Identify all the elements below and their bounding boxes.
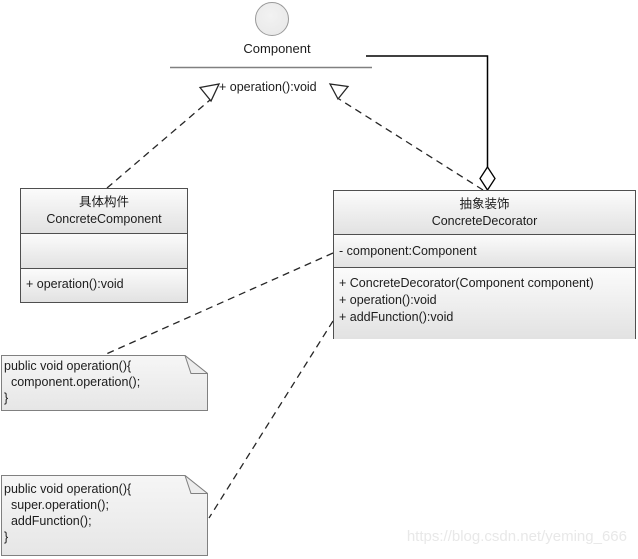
note-shape-icon xyxy=(1,475,208,556)
code-line: addFunction(); xyxy=(4,514,92,528)
code-line: public void operation(){ xyxy=(4,359,132,373)
operation-item: + operation():void xyxy=(26,277,124,291)
realization-right-arrowhead-icon xyxy=(328,83,350,101)
class-title-en: ConcreteComponent xyxy=(46,212,162,226)
watermark-text: https://blog.csdn.net/yeming_666 xyxy=(406,528,627,545)
class-attributes-empty xyxy=(21,233,187,268)
realization-right-line xyxy=(338,98,484,191)
aggregation-diamond-icon xyxy=(479,165,496,192)
note-fold-icon xyxy=(184,355,208,374)
class-operations: + operation():void xyxy=(21,268,187,302)
note-super-operation: public void operation(){ super.operation… xyxy=(1,475,208,556)
realization-left-arrowhead-icon xyxy=(198,83,221,103)
code-line: } xyxy=(4,391,9,405)
interface-operation-label: + operation():void xyxy=(219,80,317,94)
interface-name-label: Component xyxy=(243,41,311,56)
note2-anchor-line xyxy=(208,320,334,519)
class-concrete-component: 具体构件 ConcreteComponent + operation():voi… xyxy=(20,188,188,303)
note-code: public void operation(){ super.operation… xyxy=(1,475,208,559)
class-operations: + ConcreteDecorator(Component component)… xyxy=(334,267,635,339)
code-line: } xyxy=(4,530,9,544)
code-line: super.operation(); xyxy=(4,498,109,512)
class-title-cn: 抽象装饰 xyxy=(459,197,510,211)
note-code: public void operation(){ component.opera… xyxy=(1,355,208,438)
class-title: 抽象装饰 ConcreteDecorator xyxy=(334,191,635,234)
attribute-item: - component:Component xyxy=(339,244,477,258)
code-line: public void operation(){ xyxy=(4,482,132,496)
operation-item: + operation():void xyxy=(339,293,437,307)
class-title: 具体构件 ConcreteComponent xyxy=(21,189,187,233)
class-attributes: - component:Component xyxy=(334,234,635,267)
note-component-operation: public void operation(){ component.opera… xyxy=(1,355,208,411)
code-line: component.operation(); xyxy=(4,375,141,389)
note-fold-icon xyxy=(184,475,208,494)
operation-item: + ConcreteDecorator(Component component) xyxy=(339,276,594,290)
note-shape-icon xyxy=(1,355,208,411)
realization-left-line xyxy=(106,99,211,189)
interface-circle-icon xyxy=(255,2,289,36)
class-title-cn: 具体构件 xyxy=(78,195,129,209)
aggregation-line xyxy=(366,55,489,168)
class-title-en: ConcreteDecorator xyxy=(431,214,538,228)
class-concrete-decorator: 抽象装饰 ConcreteDecorator - component:Compo… xyxy=(333,190,636,339)
operation-item: + addFunction():void xyxy=(339,310,454,324)
